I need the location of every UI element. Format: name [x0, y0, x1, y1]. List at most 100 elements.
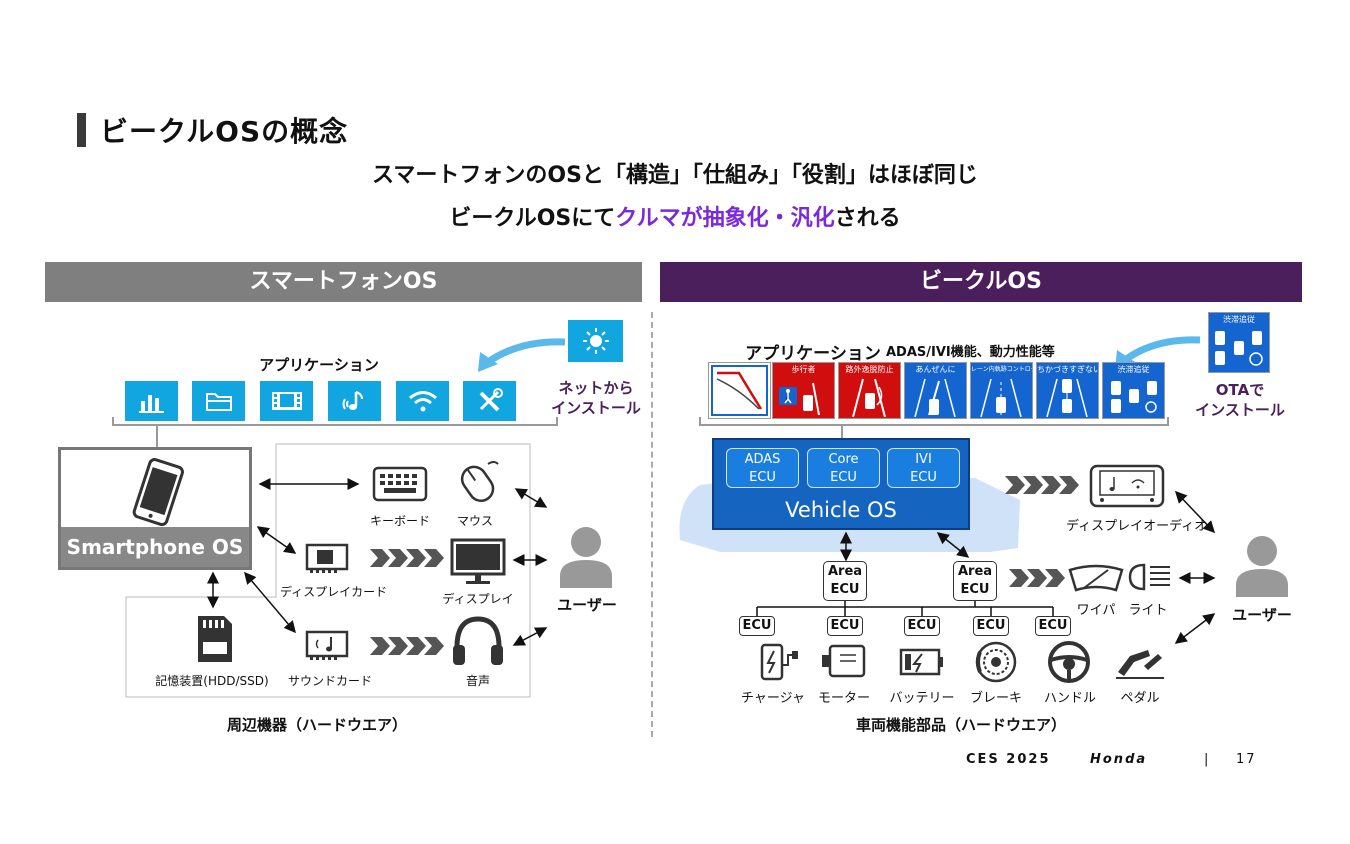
display-audio-label: ディスプレイオーディオ [1066, 519, 1208, 534]
vehicle-install-note: OTAで インストール [1188, 380, 1292, 420]
music-icon [328, 381, 381, 421]
tile-caption: ちかづきすぎない [1037, 365, 1098, 374]
following-distance-icon [1046, 378, 1088, 418]
ecu-battery: ECU [904, 616, 940, 636]
smartphone-os-box: Smartphone OS [58, 447, 252, 570]
steering-label: ハンドル [1043, 691, 1096, 706]
audio-label: 音声 [465, 674, 490, 688]
title-accent-bar [77, 113, 86, 147]
ecu-motor: ECU [827, 616, 863, 636]
footer-separator: | [1204, 752, 1211, 767]
motor-label: モーター [817, 691, 870, 706]
battery-icon [899, 648, 943, 676]
ota-line-2: インストール [1195, 401, 1285, 419]
charger-icon [760, 643, 798, 681]
smartphone-os-header: スマートフォンOS [45, 262, 642, 302]
ecu-line-1: IVI [915, 452, 932, 467]
storage-icon [198, 616, 232, 662]
sound-card-label: サウンドカード [288, 674, 373, 688]
install-line-2: インストール [551, 399, 641, 417]
tile-caption: レーン内軌跡コントロール [971, 366, 1032, 373]
vehicle-os-box: ADAS ECU Core ECU IVI ECU Vehicle OS [712, 438, 970, 530]
chart-icon [125, 381, 178, 421]
vehicle-hardware-caption: 車両機能部品（ハードウエア） [855, 716, 1066, 734]
app-tile-1 [708, 362, 771, 419]
display-card-label: ディスプレイカード [280, 585, 388, 599]
wifi-icon [396, 381, 449, 421]
ecu-line-1: ADAS [744, 452, 781, 467]
safe-lane-icon [914, 378, 956, 418]
area-ecu-1: Area ECU [823, 561, 867, 601]
vehicle-user-label: ユーザー [1232, 606, 1292, 624]
smartphone-icon [132, 458, 184, 527]
download-sun-icon [568, 320, 623, 362]
display-label: ディスプレイ [442, 592, 514, 606]
subtitle-line-1: スマートフォンのOSと「構造」「仕組み」「役割」はほぼ同じ [372, 163, 978, 188]
smartphone-os-label: Smartphone OS [61, 527, 249, 567]
ota-app-tile: 渋滞追従 [1208, 312, 1270, 373]
charger-label: チャージャ [741, 691, 805, 706]
vehicle-apps-sub: ADAS/IVI機能、動力性能等 [886, 345, 1055, 360]
vehicle-apps-label: アプリケーション [745, 344, 881, 364]
subtitle-line-2: ビークルOSにてクルマが抽象化・汎化される [0, 200, 1350, 232]
area-ecu-line-2: ECU [960, 582, 990, 597]
ecu-line-1: Core [828, 452, 859, 467]
brake-icon [975, 641, 1017, 683]
app-tile-2: 歩行者 [772, 362, 835, 419]
subtitle-accent: クルマが抽象化・汎化 [615, 206, 835, 231]
keyboard-label: キーボード [369, 514, 430, 528]
section-divider [651, 312, 653, 737]
user-icon [1236, 536, 1288, 597]
keyboard-icon [372, 466, 428, 502]
subtitle-prefix: ビークルOSにて [449, 206, 616, 231]
motor-icon [822, 644, 866, 678]
tile-caption: 歩行者 [791, 365, 816, 374]
smartphone-user-label: ユーザー [557, 596, 617, 614]
page-number: 17 [1236, 752, 1257, 767]
footer-brand: Honda [1090, 752, 1148, 767]
area-ecu-line-1: Area [827, 564, 863, 579]
sound-card-icon [305, 630, 349, 660]
subtitle-suffix: される [834, 206, 901, 231]
folder-icon [192, 381, 245, 421]
area-ecu-line-2: ECU [830, 582, 860, 597]
user-icon [560, 527, 612, 588]
ecu-line-2: ECU [910, 470, 937, 485]
install-line-1: ネットから [558, 379, 634, 397]
storage-label: 記憶装置(HDD/SSD) [155, 674, 269, 688]
smartphone-install-note: ネットから インストール [544, 378, 648, 418]
light-label: ライト [1128, 603, 1168, 618]
app-tile-6: ちかづきすぎない [1036, 362, 1099, 419]
display-card-icon [305, 543, 349, 573]
display-audio-icon [1089, 464, 1165, 508]
area-ecu-2: Area ECU [953, 561, 997, 601]
tile-caption: あんぜんに [915, 365, 956, 374]
film-icon [260, 381, 313, 421]
ota-line-1: OTAで [1215, 381, 1265, 399]
footer-event: CES 2025 [966, 752, 1051, 767]
app-tile-3: 路外逸脱防止 [838, 362, 901, 419]
app-tile-5: レーン内軌跡コントロール [970, 362, 1033, 419]
wiper-icon [1068, 564, 1124, 592]
brake-label: ブレーキ [969, 691, 1022, 706]
slide-title: ビークルOSの概念 [100, 115, 349, 148]
lane-departure-icon [852, 378, 886, 418]
ecu-line-2: ECU [830, 470, 857, 485]
ecu-charger: ECU [739, 616, 775, 636]
mouse-label: マウス [456, 514, 493, 528]
steering-wheel-icon [1048, 641, 1090, 683]
smartphone-apps-label: アプリケーション [259, 356, 379, 374]
display-icon [450, 538, 506, 584]
smartphone-hardware-caption: 周辺機器（ハードウエア） [226, 716, 407, 734]
vehicle-os-label: Vehicle OS [785, 498, 897, 522]
speed-graph-icon [711, 365, 768, 416]
adas-ecu: ADAS ECU [726, 448, 799, 488]
core-ecu: Core ECU [807, 448, 880, 488]
headphones-icon [453, 616, 503, 665]
ecu-brake: ECU [973, 616, 1009, 636]
ota-tile-caption: 渋滞追従 [1223, 315, 1255, 324]
traffic-jam-icon [1111, 381, 1157, 413]
mouse-icon [460, 461, 499, 502]
lane-control-icon [980, 378, 1022, 418]
ecu-line-2: ECU [749, 470, 776, 485]
